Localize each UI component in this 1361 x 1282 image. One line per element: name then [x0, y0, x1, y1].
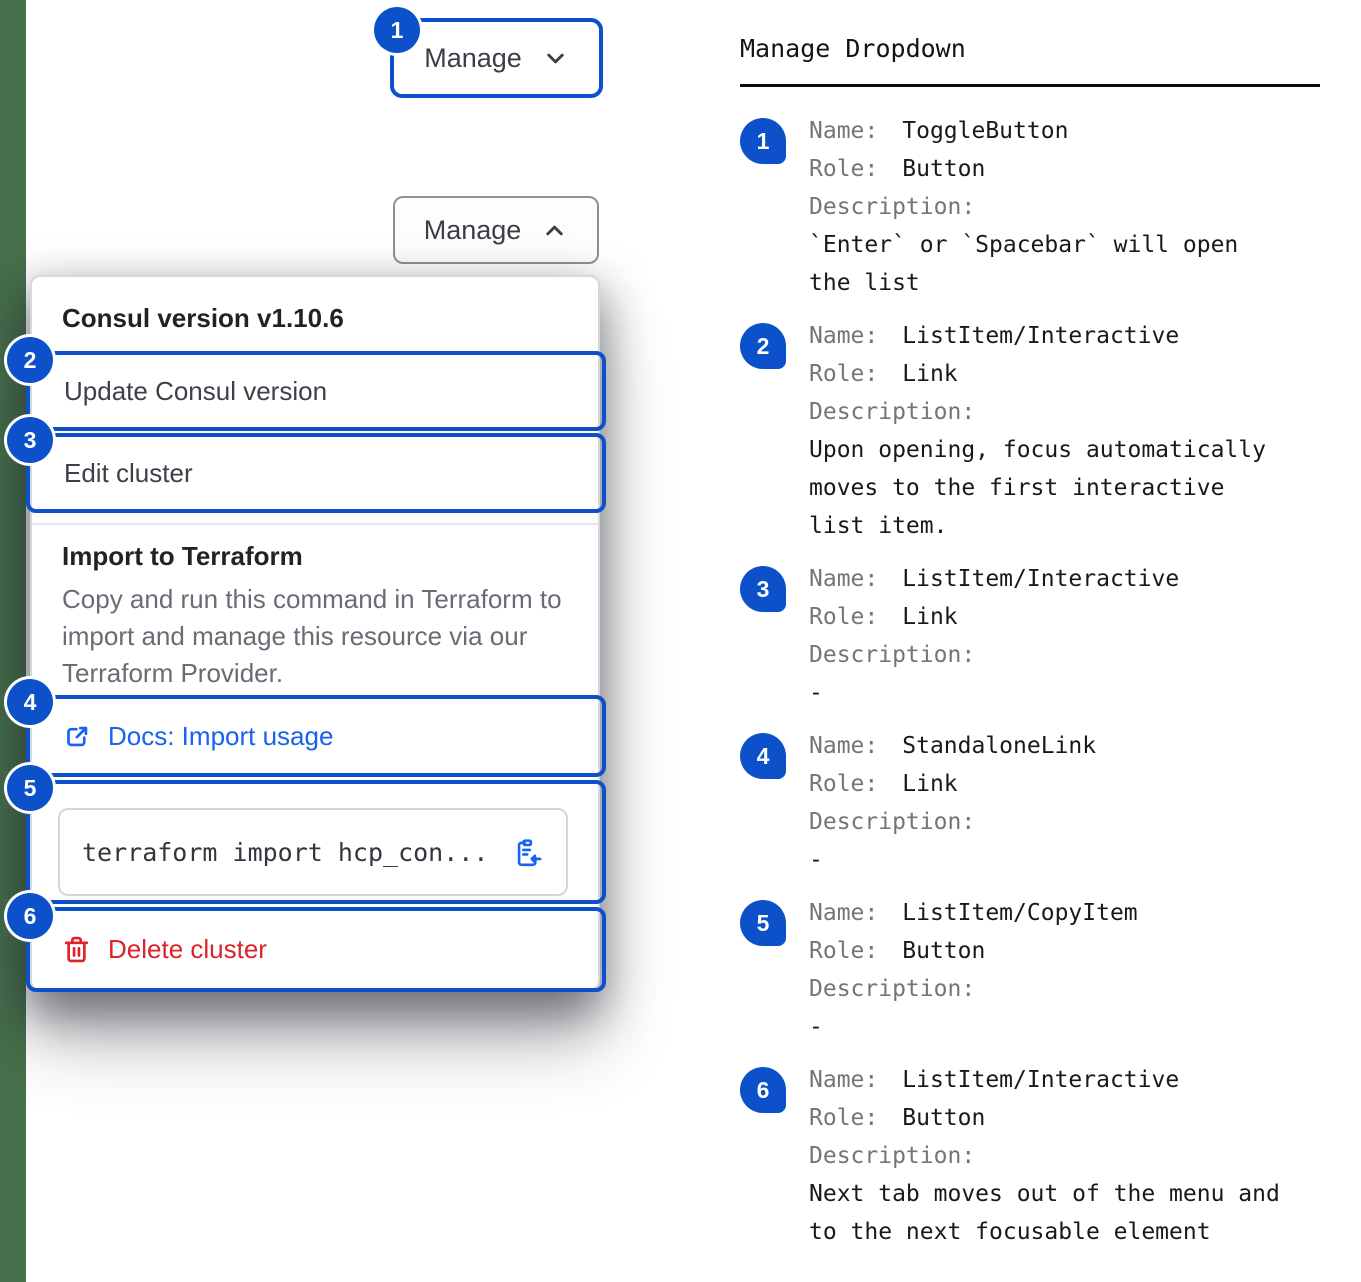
component-name: ListItem/Interactive — [902, 1067, 1180, 1093]
description-label: Description: — [809, 1143, 976, 1169]
legend-item-4: 4 Name: StandaloneLink Role: Link Descript… — [740, 727, 1335, 879]
name-label: Name: — [809, 900, 879, 926]
annotation-box-4: Docs: Import usage — [26, 695, 606, 777]
external-link-icon — [67, 726, 88, 746]
role-label: Role: — [809, 361, 879, 387]
clipboard-copy-icon — [517, 838, 542, 866]
chevron-down-icon — [547, 53, 564, 63]
component-role: Button — [902, 156, 986, 182]
trash-icon — [64, 936, 89, 963]
component-name: StandaloneLink — [902, 733, 1097, 759]
component-role: Button — [902, 938, 986, 964]
copy-command-button[interactable] — [513, 837, 544, 868]
import-terraform-title: Import to Terraform — [62, 541, 303, 571]
name-label: Name: — [809, 733, 879, 759]
manage-toggle-button-closed[interactable]: Manage — [390, 18, 603, 98]
annotation-box-3: Edit cluster — [26, 433, 606, 513]
name-label: Name: — [809, 118, 879, 144]
component-name: ListItem/Interactive — [902, 566, 1180, 592]
import-terraform-description: Copy and run this command in Terraform t… — [62, 584, 562, 688]
role-label: Role: — [809, 1105, 879, 1131]
legend-title: Manage Dropdown — [740, 34, 966, 63]
manage-toggle-button-open[interactable]: Manage — [393, 196, 599, 264]
description-label: Description: — [809, 809, 976, 835]
component-description: `Enter` or `Spacebar` will open the list — [809, 232, 1239, 296]
component-name: ListItem/CopyItem — [902, 900, 1138, 926]
annotation-badge-2: 2 — [7, 337, 53, 383]
name-label: Name: — [809, 323, 879, 349]
component-name: ListItem/Interactive — [902, 323, 1180, 349]
annotation-box-2: Update Consul version — [26, 351, 606, 431]
legend-badge-6: 6 — [740, 1067, 786, 1113]
annotation-box-6: Delete cluster — [26, 907, 606, 992]
component-description: Next tab moves out of the menu and to th… — [809, 1181, 1280, 1245]
update-consul-version-item[interactable]: Update Consul version — [64, 375, 328, 406]
dropdown-divider — [32, 523, 598, 525]
dropdown-version-header: Consul version v1.10.6 — [62, 303, 344, 333]
terraform-import-command: terraform import hcp_con... — [82, 837, 489, 867]
legend-item-1: 1 Name: ToggleButton Role: Button Descript… — [740, 112, 1335, 302]
delete-cluster-label: Delete cluster — [108, 934, 267, 964]
name-label: Name: — [809, 1067, 879, 1093]
legend-divider — [740, 84, 1320, 87]
delete-cluster-item[interactable]: Delete cluster — [62, 934, 267, 965]
component-description: - — [809, 847, 823, 873]
role-label: Role: — [809, 771, 879, 797]
docs-link-label: Docs: Import usage — [108, 720, 334, 751]
component-role: Button — [902, 1105, 986, 1131]
legend-badge-2: 2 — [740, 323, 786, 369]
manage-button-label: Manage — [424, 42, 522, 73]
legend-badge-5: 5 — [740, 900, 786, 946]
terraform-import-command-field[interactable]: terraform import hcp_con... — [58, 808, 568, 896]
description-label: Description: — [809, 976, 976, 1002]
legend-item-3: 3 Name: ListItem/Interactive Role: Link De… — [740, 560, 1335, 712]
edit-cluster-item[interactable]: Edit cluster — [64, 457, 193, 488]
role-label: Role: — [809, 938, 879, 964]
name-label: Name: — [809, 566, 879, 592]
description-label: Description: — [809, 399, 976, 425]
description-label: Description: — [809, 642, 976, 668]
manage-dropdown-menu: Consul version v1.10.6 Update Consul ver… — [7, 275, 606, 992]
manage-button-label: Manage — [423, 214, 522, 245]
component-description: - — [809, 1014, 823, 1040]
annotation-box-5: terraform import hcp_con... — [26, 780, 606, 904]
annotation-badge-6: 6 — [7, 893, 53, 939]
page-edge-decoration — [0, 0, 26, 1282]
legend-badge-4: 4 — [740, 733, 786, 779]
annotation-badge-4: 4 — [7, 679, 53, 725]
component-role: Link — [902, 771, 958, 797]
role-label: Role: — [809, 156, 879, 182]
annotation-badge-5: 5 — [7, 765, 53, 811]
role-label: Role: — [809, 604, 879, 630]
chevron-up-icon — [546, 225, 563, 235]
component-name: ToggleButton — [902, 118, 1069, 144]
docs-import-usage-link[interactable]: Docs: Import usage — [64, 721, 333, 752]
annotation-badge-3: 3 — [7, 417, 53, 463]
legend-badge-3: 3 — [740, 566, 786, 612]
component-description: Upon opening, focus automatically moves … — [809, 437, 1266, 539]
component-role: Link — [902, 361, 958, 387]
legend-item-6: 6 Name:ListItem/Interactive Role:Button … — [740, 1061, 1335, 1251]
annotation-legend: Manage Dropdown 1 Name: ToggleButton Role… — [740, 34, 1335, 1266]
description-label: Description: — [809, 194, 976, 220]
legend-badge-1: 1 — [740, 118, 786, 164]
component-description: - — [809, 680, 823, 706]
annotation-badge-1: 1 — [374, 7, 420, 53]
legend-item-5: 5 Name: ListItem/CopyItem Role: Button Des… — [740, 894, 1335, 1046]
component-role: Link — [902, 604, 958, 630]
legend-item-2: 2 Name: ListItem/Interactive Role: Link De… — [740, 317, 1335, 545]
